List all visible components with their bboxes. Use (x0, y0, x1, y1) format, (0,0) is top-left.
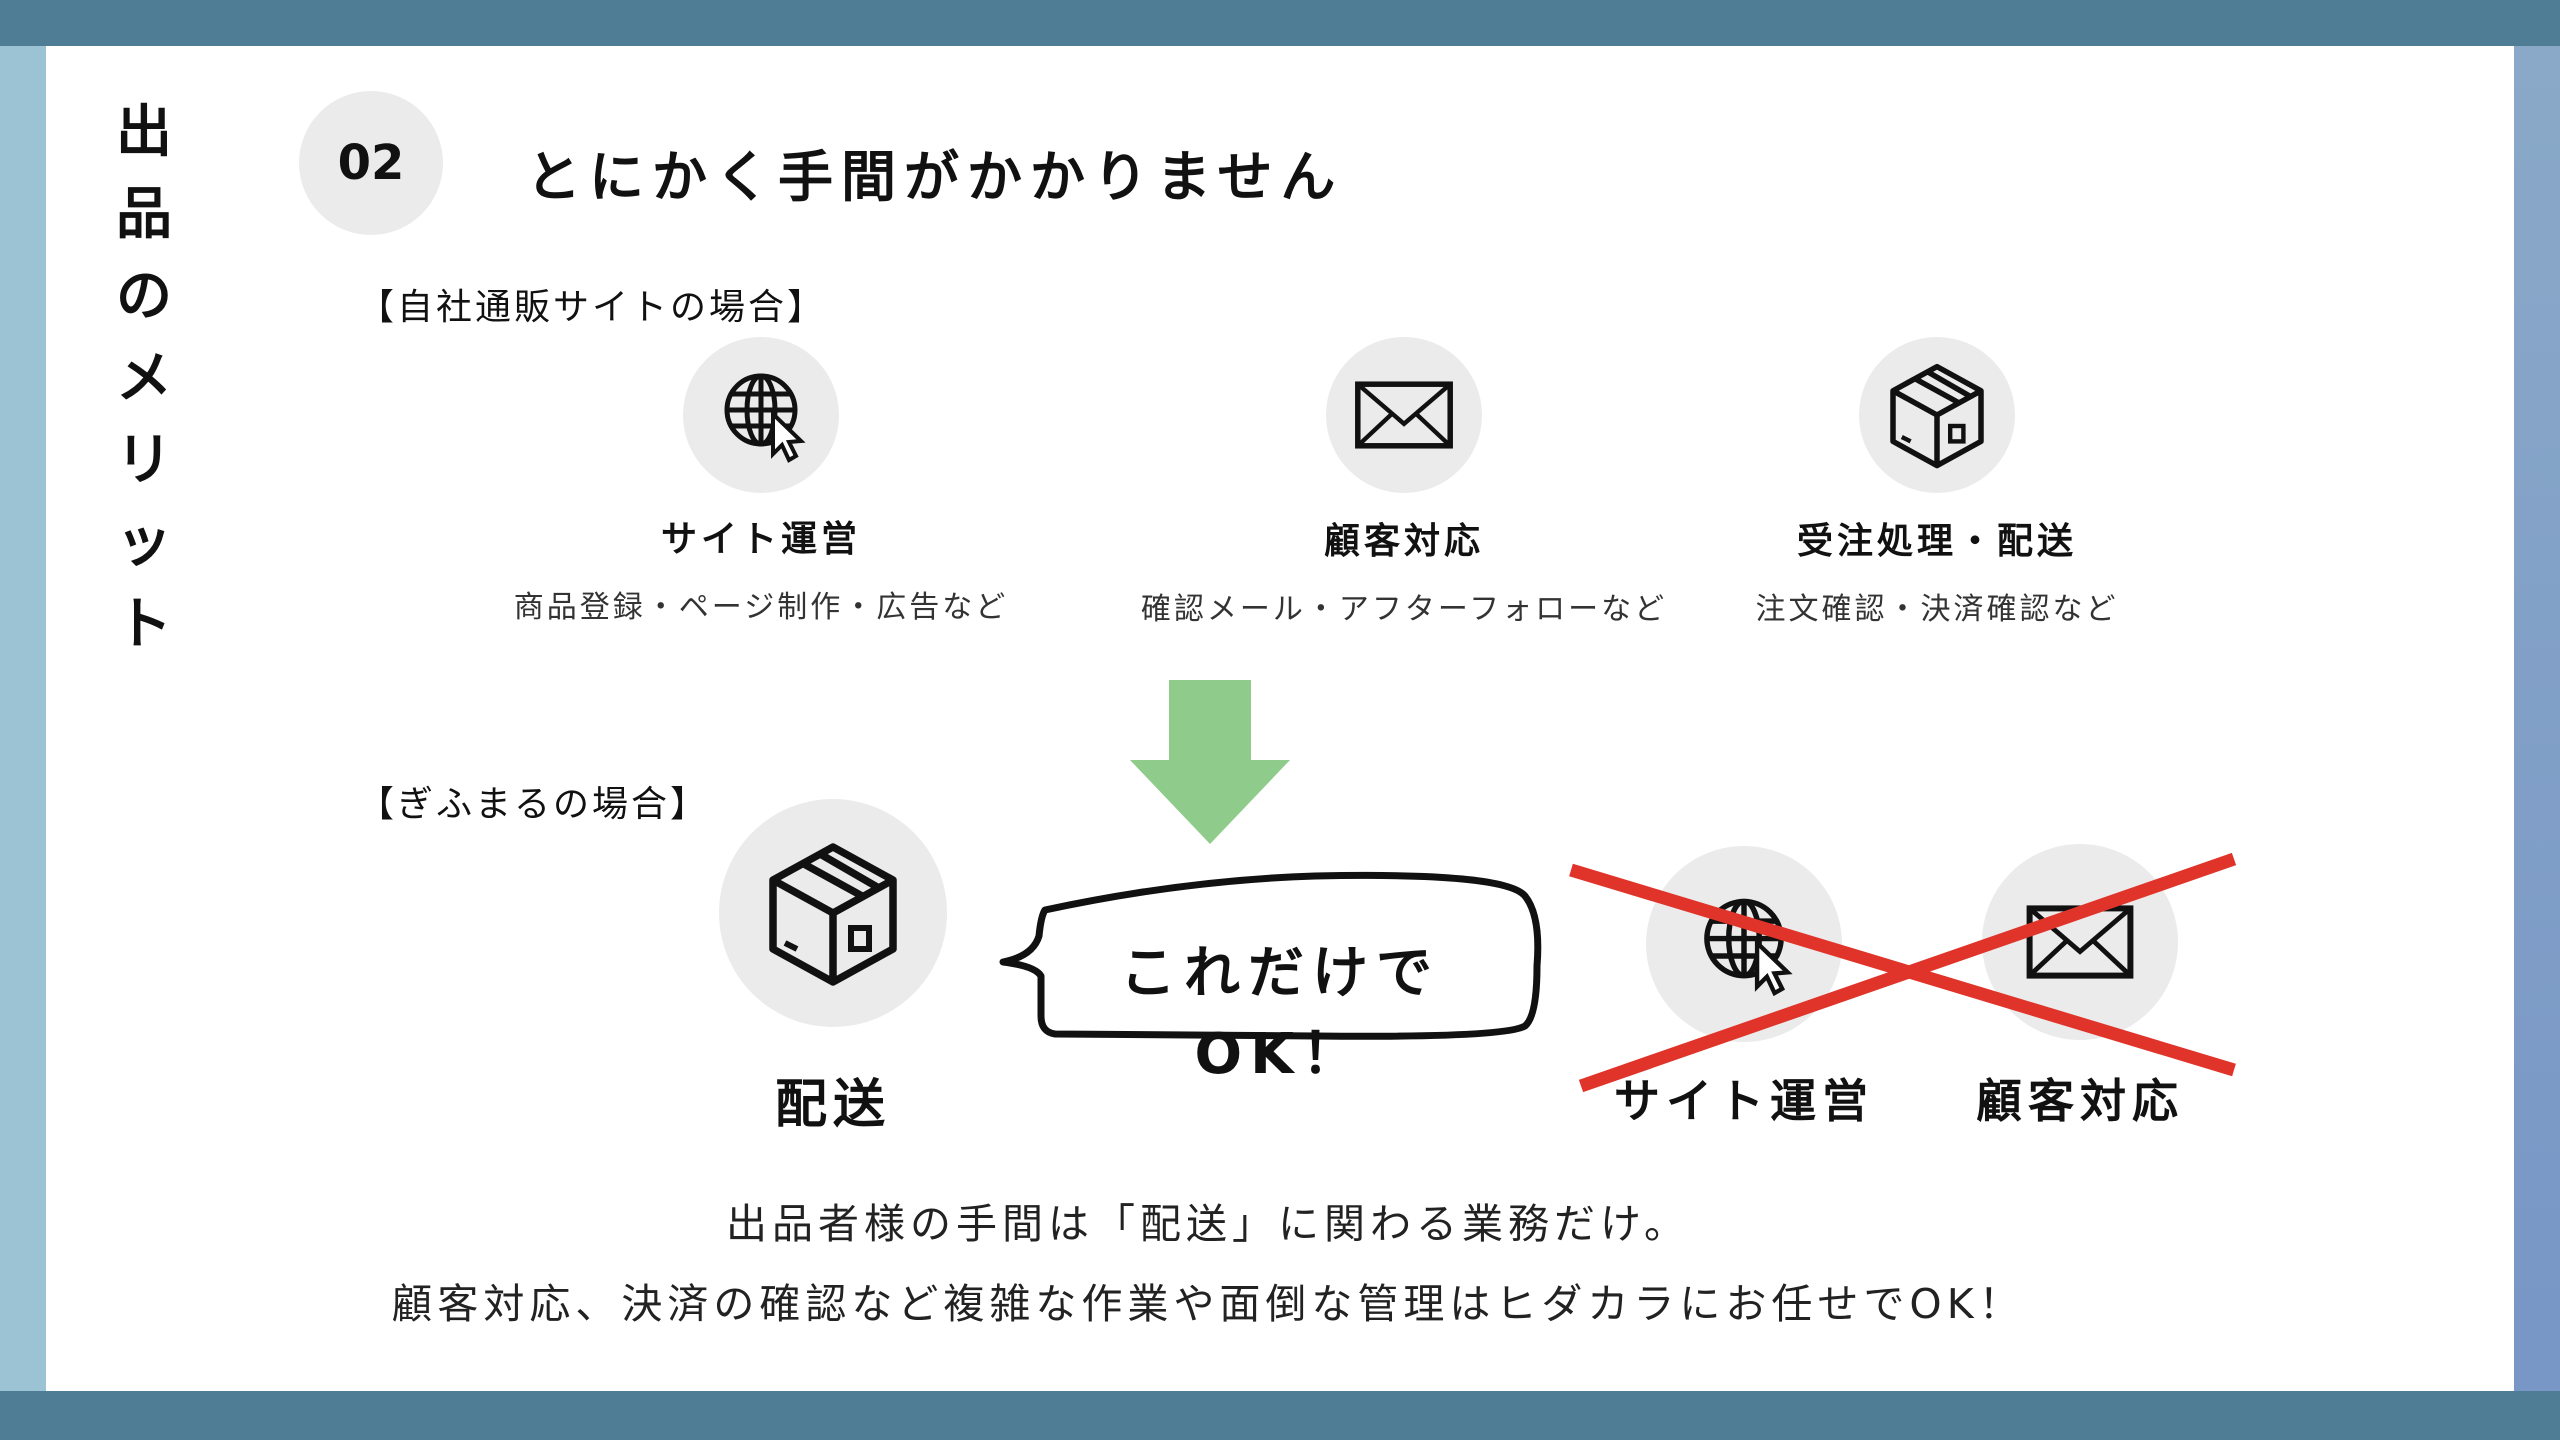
title-char: 品 (116, 182, 172, 247)
own-site-section-label: 【自社通販サイトの場合】 (358, 287, 827, 328)
package-icon (719, 799, 947, 1027)
down-arrow-icon (1130, 680, 1290, 844)
gifumaru-section-label: 【ぎふまるの場合】 (358, 784, 710, 825)
package-icon (1859, 337, 2015, 493)
item-site-operation: サイト運営 商品登録・ページ制作・広告など (461, 510, 1061, 626)
item-sub: 注文確認・決済確認など (1755, 592, 2119, 627)
item-sub: 確認メール・アフターフォローなど (1140, 592, 1668, 627)
item-order-shipping: 受注処理・配送 注文確認・決済確認など (1637, 512, 2237, 628)
bubble-text: これだけでOK！ (1120, 941, 1440, 1087)
title-char: ト (116, 592, 172, 657)
vertical-title: 出 品 の メ リ ッ ト (114, 92, 174, 666)
item-label: 顧客対応 (1323, 521, 1484, 562)
left-strip (0, 46, 46, 1391)
title-char: リ (116, 428, 172, 493)
right-strip (2514, 46, 2560, 1391)
globe-cursor-icon (683, 337, 839, 493)
title-char: メ (116, 346, 172, 411)
item-customer-support: 顧客対応 確認メール・アフターフォローなど (1104, 512, 1704, 628)
summary-line-1: 出品者様の手間は「配送」に関わる業務だけ。 (726, 1200, 1690, 1248)
item-label: 受注処理・配送 (1796, 521, 2077, 562)
summary-line-2: 顧客対応、決済の確認など複雑な作業や面倒な管理はヒダカラにお任せでOK！ (391, 1280, 2025, 1328)
item-sub: 商品登録・ページ制作・広告など (513, 590, 1009, 625)
title-char: 出 (116, 100, 172, 165)
item-label: サイト運営 (660, 519, 861, 560)
crossed-label-support: 顧客対応 (1976, 1074, 2184, 1128)
bottom-bar (0, 1391, 2560, 1440)
title-char: の (116, 264, 172, 329)
crossed-label-site: サイト運営 (1614, 1074, 1874, 1128)
page-heading: とにかく手間がかかりません (526, 145, 1344, 209)
envelope-icon (1326, 337, 1482, 493)
shipping-label: 配送 (774, 1075, 891, 1135)
speech-bubble (999, 871, 1542, 1040)
title-char: ッ (116, 510, 172, 575)
top-bar (0, 0, 2560, 46)
section-number: 02 (299, 91, 443, 235)
